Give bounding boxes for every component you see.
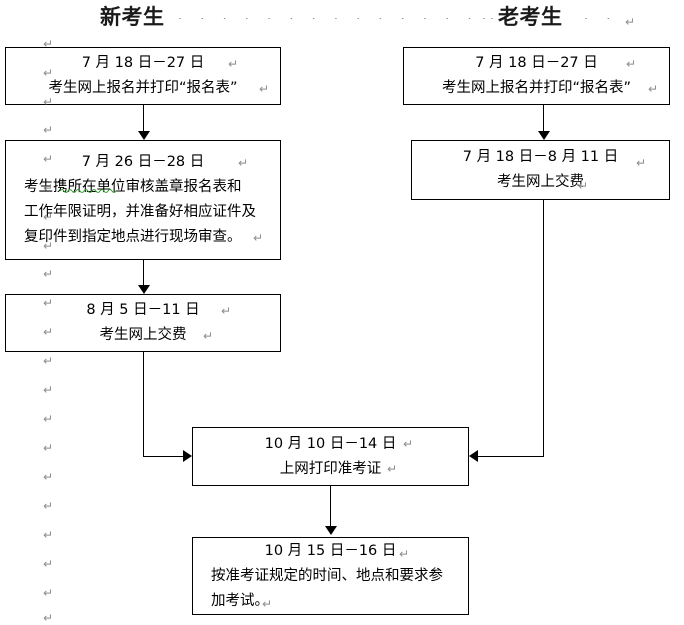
paragraph-mark-icon: ↵ bbox=[43, 181, 54, 195]
header-dot-leader: · · · · · · · · · · · · · · · · · · · · … bbox=[178, 18, 496, 22]
paragraph-mark-icon: ↵ bbox=[43, 123, 54, 137]
arrow-down-icon bbox=[538, 131, 550, 140]
process-box-line: 工作年限证明，并准备好相应证件及 bbox=[24, 204, 256, 220]
connector-line-old2-print-vertical bbox=[543, 200, 545, 457]
process-box-new-step-2[interactable]: 7 月 26 日－28 日 考生携所在单位审核盖章报名表和 工作年限证明，并准备… bbox=[5, 140, 281, 260]
connector-line-new3-print-vertical bbox=[143, 352, 145, 457]
paragraph-mark-icon: ↵ bbox=[43, 95, 54, 109]
process-box-line: 复印件到指定地点进行现场审查。 bbox=[24, 229, 242, 245]
paragraph-mark-icon: ↵ bbox=[43, 499, 54, 513]
paragraph-mark-icon: ↵ bbox=[203, 329, 214, 343]
arrow-right-icon bbox=[183, 450, 192, 462]
paragraph-mark-icon: ↵ bbox=[43, 37, 54, 51]
process-box-line: 8 月 5 日－11 日 bbox=[86, 302, 200, 318]
process-box-line: 7 月 18 日－27 日 bbox=[475, 55, 598, 71]
process-box-line: 考生网上报名并打印“报名表” bbox=[48, 80, 238, 96]
paragraph-mark-icon: ↵ bbox=[221, 304, 232, 318]
paragraph-mark-icon: ↵ bbox=[625, 15, 636, 29]
process-box-line: 7 月 18 日－8 月 11 日 bbox=[462, 149, 619, 165]
paragraph-mark-icon: ↵ bbox=[43, 354, 54, 368]
paragraph-mark-icon: ↵ bbox=[648, 82, 659, 96]
paragraph-mark-icon: ↵ bbox=[43, 152, 54, 166]
paragraph-mark-icon: ↵ bbox=[43, 239, 54, 253]
arrow-left-icon bbox=[469, 450, 478, 462]
process-box-take-exam[interactable]: 10 月 15 日－16 日 按准考证规定的时间、地点和要求参 加考试。 bbox=[192, 537, 469, 615]
paragraph-mark-icon: ↵ bbox=[626, 57, 637, 71]
header-dot-leader-right: · · bbox=[584, 18, 610, 22]
connector-line-new2-new3 bbox=[143, 260, 145, 287]
process-box-line: 10 月 15 日－16 日 bbox=[264, 542, 397, 559]
column-header-old-candidates: 老考生 bbox=[498, 4, 563, 29]
paragraph-mark-icon: ↵ bbox=[43, 296, 54, 310]
column-header-new-candidates: 新考生 bbox=[100, 4, 165, 29]
connector-line-new1-new2 bbox=[143, 105, 145, 133]
paragraph-mark-icon: ↵ bbox=[43, 66, 54, 80]
process-box-line: 上网打印准考证 bbox=[279, 460, 382, 477]
arrow-down-icon bbox=[138, 131, 150, 140]
paragraph-mark-icon: ↵ bbox=[636, 156, 647, 170]
arrow-down-icon bbox=[325, 526, 337, 535]
process-box-print-admission-ticket[interactable]: 10 月 10 日－14 日 上网打印准考证 bbox=[192, 427, 469, 486]
connector-line-old2-print-horizontal bbox=[478, 455, 544, 457]
process-box-new-step-1[interactable]: 7 月 18 日－27 日 考生网上报名并打印“报名表” bbox=[5, 47, 281, 105]
process-box-line: 10 月 10 日－14 日 bbox=[264, 435, 397, 452]
paragraph-mark-icon: ↵ bbox=[253, 231, 264, 245]
connector-line-new3-print-horizontal bbox=[143, 455, 185, 457]
paragraph-mark-icon: ↵ bbox=[43, 611, 54, 625]
process-box-line: 7 月 18 日－27 日 bbox=[81, 55, 205, 71]
paragraph-mark-icon: ↵ bbox=[43, 210, 54, 224]
paragraph-mark-icon: ↵ bbox=[43, 470, 54, 484]
process-box-line: 考生网上交费 bbox=[99, 327, 187, 343]
paragraph-mark-icon: ↵ bbox=[43, 557, 54, 571]
process-box-old-step-1[interactable]: 7 月 18 日－27 日 考生网上报名并打印“报名表” bbox=[403, 47, 670, 105]
paragraph-mark-icon: ↵ bbox=[238, 156, 249, 170]
paragraph-mark-icon: ↵ bbox=[43, 441, 54, 455]
process-box-line: 7 月 26 日－28 日 bbox=[81, 154, 205, 170]
paragraph-mark-icon: ↵ bbox=[578, 179, 589, 193]
paragraph-mark-icon: ↵ bbox=[262, 597, 273, 611]
paragraph-mark-icon: ↵ bbox=[43, 586, 54, 600]
process-box-line: 考生网上报名并打印“报名表” bbox=[441, 80, 632, 96]
paragraph-mark-icon: ↵ bbox=[259, 82, 270, 96]
paragraph-mark-icon: ↵ bbox=[399, 547, 410, 561]
paragraph-mark-icon: ↵ bbox=[43, 325, 54, 339]
process-box-old-step-2[interactable]: 7 月 18 日－8 月 11 日 考生网上交费 bbox=[411, 140, 670, 200]
process-box-new-step-3[interactable]: 8 月 5 日－11 日 考生网上交费 bbox=[5, 294, 281, 352]
process-box-line: 按准考证规定的时间、地点和要求参 bbox=[211, 567, 443, 584]
connector-line-old1-old2 bbox=[543, 105, 545, 133]
paragraph-mark-icon: ↵ bbox=[43, 412, 54, 426]
paragraph-mark-icon: ↵ bbox=[43, 383, 54, 397]
paragraph-mark-icon: ↵ bbox=[228, 57, 239, 71]
header-dot-leader-left: · · bbox=[482, 18, 500, 22]
paragraph-mark-icon: ↵ bbox=[387, 462, 398, 476]
paragraph-mark-icon: ↵ bbox=[403, 437, 414, 451]
paragraph-mark-icon: ↵ bbox=[43, 528, 54, 542]
process-box-line: 考生网上交费 bbox=[497, 174, 584, 190]
paragraph-mark-icon: ↵ bbox=[43, 267, 54, 281]
process-box-line: 加考试。 bbox=[211, 592, 269, 609]
connector-line-print-exam bbox=[330, 486, 332, 528]
arrow-down-icon bbox=[138, 285, 150, 294]
